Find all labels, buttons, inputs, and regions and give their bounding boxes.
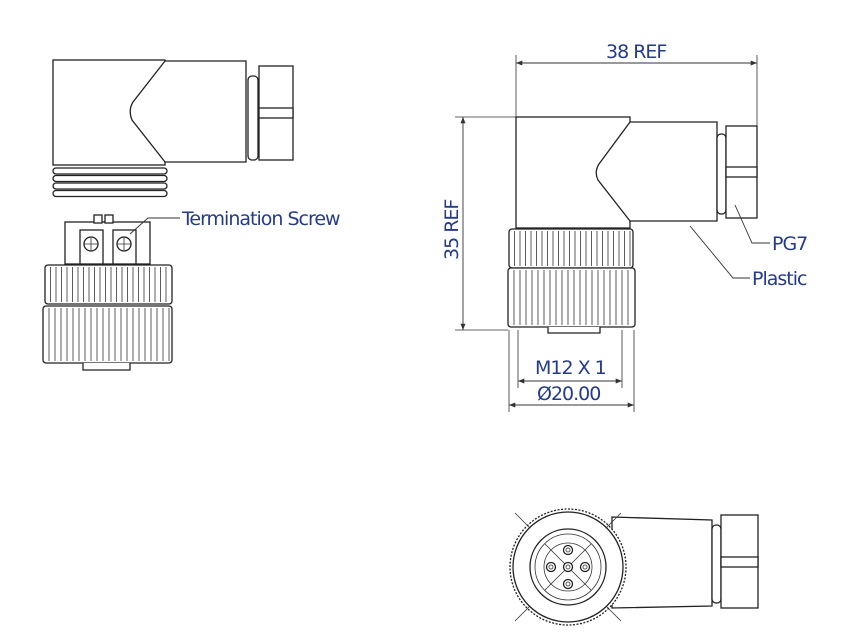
- gland-ring: [247, 75, 259, 161]
- housing-body: [611, 516, 713, 609]
- plastic-leader: [689, 225, 750, 279]
- housing-thread: [52, 167, 168, 198]
- exploded-view: Termination Screw: [42, 59, 341, 371]
- screw-icon: [83, 236, 99, 252]
- gland-ring: [711, 524, 722, 604]
- contact-pins: [545, 544, 591, 590]
- insert-body: [64, 221, 151, 265]
- height-ref-label: 35 REF: [441, 200, 463, 260]
- knurled-ring: [508, 228, 634, 269]
- termination-screw-label: Termination Screw: [181, 208, 340, 230]
- screw-icon: [116, 236, 132, 252]
- side-view: 38 REF 35 REF M12 X 1 Ø20.00 PG7 Plastic: [441, 41, 808, 412]
- thread-label: M12 X 1: [535, 357, 606, 379]
- housing-angled-section: [595, 121, 718, 222]
- pg7-label: PG7: [772, 233, 807, 255]
- knurled-nut: [42, 305, 173, 364]
- plastic-label: Plastic: [752, 268, 807, 290]
- housing-angled-section: [129, 60, 247, 163]
- front-view: [509, 508, 759, 626]
- gland-ring: [716, 133, 727, 215]
- width-ref-label: 38 REF: [606, 41, 666, 63]
- termination-screw-leader: [129, 217, 180, 235]
- knurled-ring: [44, 264, 173, 305]
- pg7-leader: [734, 204, 770, 244]
- diameter-label: Ø20.00: [537, 383, 600, 405]
- knurled-nut: [507, 267, 636, 328]
